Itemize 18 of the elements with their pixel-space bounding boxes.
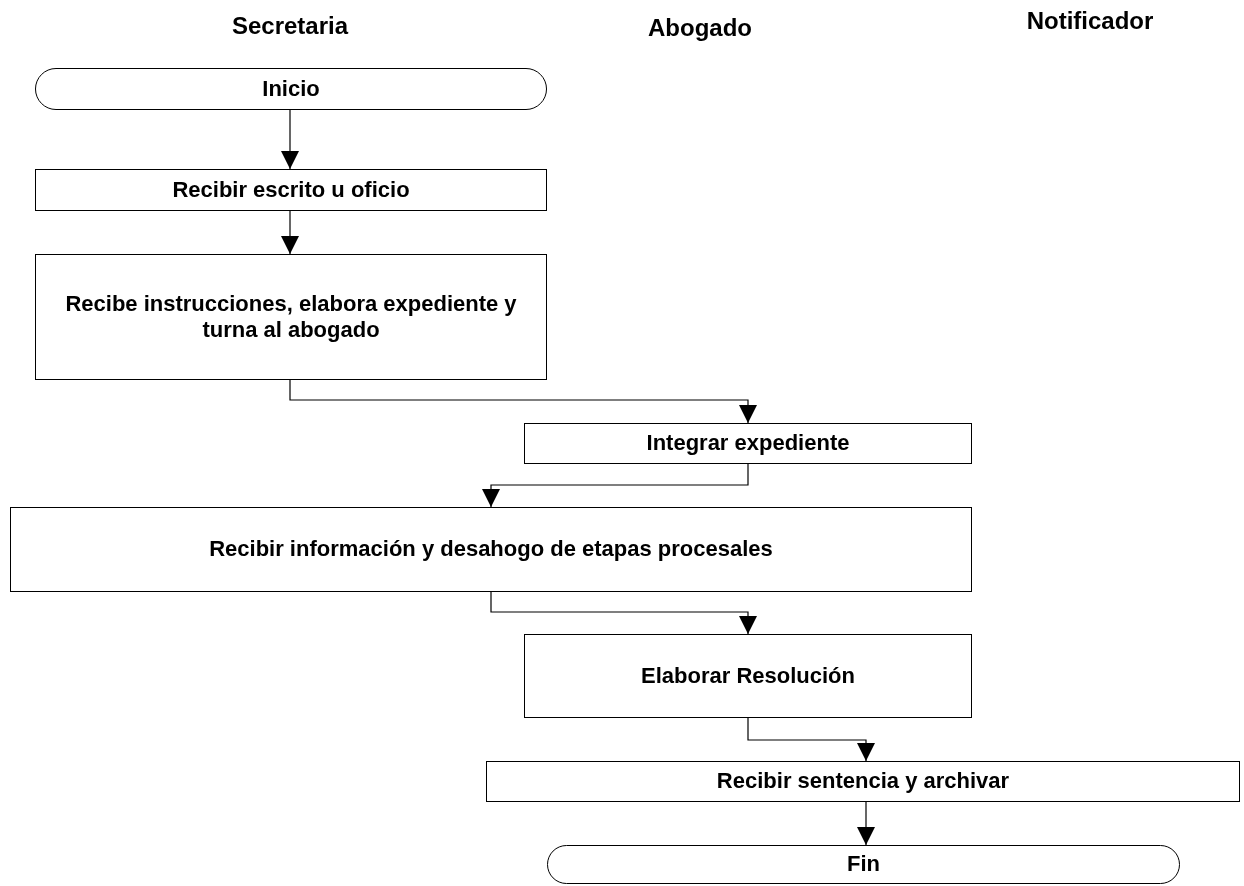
arrow	[281, 210, 299, 255]
lane-heading: Notificador	[1026, 9, 1154, 33]
process-box: Integrar expediente	[524, 423, 972, 464]
arrow	[857, 801, 875, 846]
terminal-shape: Inicio	[35, 68, 547, 110]
lane-heading: Secretaria	[231, 14, 349, 38]
process-box: Recibir escrito u oficio	[35, 169, 547, 211]
arrow	[482, 463, 749, 508]
terminal-shape: Fin	[547, 845, 1180, 884]
arrow	[747, 717, 875, 762]
process-box: Recibe instrucciones, elabora expediente y turna al abogado	[35, 254, 547, 380]
process-box: Recibir información y desahogo de etapas procesales	[10, 507, 972, 592]
arrow	[289, 379, 757, 424]
arrow	[281, 109, 299, 170]
process-box: Recibir sentencia y archivar	[486, 761, 1240, 802]
arrow	[490, 591, 757, 635]
lane-heading: Abogado	[648, 16, 752, 40]
process-box: Elaborar Resolución	[524, 634, 972, 718]
